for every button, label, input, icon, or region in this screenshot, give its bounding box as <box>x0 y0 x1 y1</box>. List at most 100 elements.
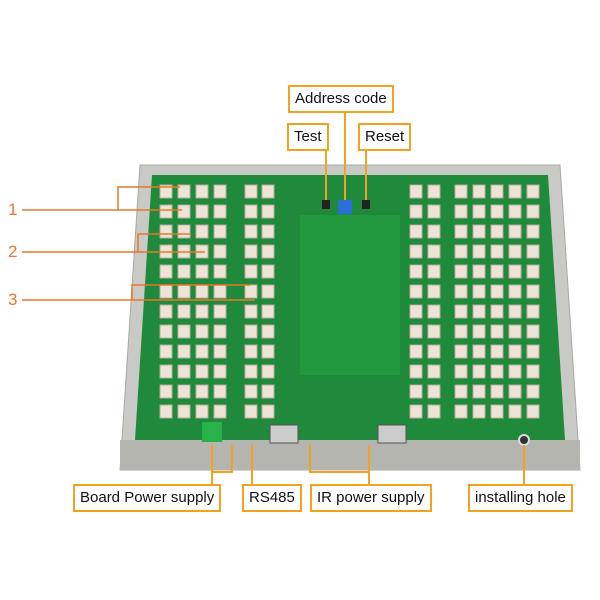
connector <box>472 324 486 339</box>
number-2: 2 <box>8 242 18 261</box>
center-module <box>300 215 400 375</box>
connector <box>213 344 227 359</box>
mounting-hole <box>518 434 530 446</box>
connector <box>177 264 191 279</box>
connector <box>159 364 173 379</box>
connector <box>159 204 173 219</box>
connector <box>409 344 423 359</box>
connector <box>490 244 504 259</box>
callout-rs485: RS485 <box>242 484 302 512</box>
connector <box>454 304 468 319</box>
callout-reset: Reset <box>358 123 412 151</box>
connector <box>526 244 540 259</box>
connector <box>490 404 504 419</box>
connector <box>409 204 423 219</box>
connector <box>409 384 423 399</box>
connector <box>195 384 209 399</box>
connector <box>177 404 191 419</box>
connector <box>454 204 468 219</box>
connector <box>508 264 522 279</box>
connector <box>490 284 504 299</box>
connector <box>490 304 504 319</box>
connector <box>427 364 441 379</box>
connector <box>177 304 191 319</box>
connector <box>508 364 522 379</box>
connector <box>427 204 441 219</box>
callout-ir-power-supply: IR power supply <box>310 484 432 512</box>
connector <box>427 304 441 319</box>
connector <box>508 244 522 259</box>
connector <box>195 224 209 239</box>
address-dip-switch <box>338 200 352 214</box>
number-3: 3 <box>8 290 18 309</box>
connector <box>159 324 173 339</box>
tray-front <box>120 440 580 470</box>
callout-address-code: Address code <box>288 85 394 113</box>
connector <box>177 384 191 399</box>
connector <box>244 364 258 379</box>
connector <box>213 264 227 279</box>
connector <box>508 384 522 399</box>
callout-installing-hole: installing hole <box>468 484 573 512</box>
connector <box>195 364 209 379</box>
connector <box>159 284 173 299</box>
connector <box>409 244 423 259</box>
connector <box>213 324 227 339</box>
connector <box>409 284 423 299</box>
connector <box>409 264 423 279</box>
connector <box>409 224 423 239</box>
connector <box>244 324 258 339</box>
connector <box>261 364 275 379</box>
callout-board-power-supply: Board Power supply <box>73 484 222 512</box>
connector <box>261 204 275 219</box>
connector <box>177 364 191 379</box>
connector <box>526 384 540 399</box>
connector <box>177 204 191 219</box>
connector <box>427 284 441 299</box>
connector <box>472 284 486 299</box>
connector <box>526 344 540 359</box>
connector <box>213 204 227 219</box>
connector <box>195 264 209 279</box>
connector <box>427 344 441 359</box>
connector <box>508 284 522 299</box>
number-1: 1 <box>8 200 18 219</box>
connector <box>244 284 258 299</box>
connector <box>490 204 504 219</box>
connector <box>454 224 468 239</box>
connector <box>526 224 540 239</box>
connector <box>472 404 486 419</box>
connector <box>261 384 275 399</box>
connector <box>177 284 191 299</box>
connector <box>490 184 504 199</box>
connector <box>409 404 423 419</box>
connector <box>490 264 504 279</box>
test-button <box>322 200 330 209</box>
connector <box>508 404 522 419</box>
connector <box>261 344 275 359</box>
connector <box>490 384 504 399</box>
connector <box>454 344 468 359</box>
reset-button <box>362 200 370 209</box>
connector <box>244 184 258 199</box>
connector <box>508 324 522 339</box>
connector <box>409 364 423 379</box>
connector <box>427 324 441 339</box>
connector <box>213 364 227 379</box>
connector <box>454 244 468 259</box>
connector <box>261 404 275 419</box>
connector <box>261 224 275 239</box>
connector <box>195 284 209 299</box>
connector <box>409 324 423 339</box>
connector <box>427 244 441 259</box>
connector <box>427 264 441 279</box>
connector <box>213 284 227 299</box>
connector <box>195 204 209 219</box>
connector <box>526 204 540 219</box>
connector <box>244 244 258 259</box>
connector <box>159 304 173 319</box>
leader-lines <box>211 112 525 484</box>
connector <box>508 204 522 219</box>
connector <box>244 404 258 419</box>
